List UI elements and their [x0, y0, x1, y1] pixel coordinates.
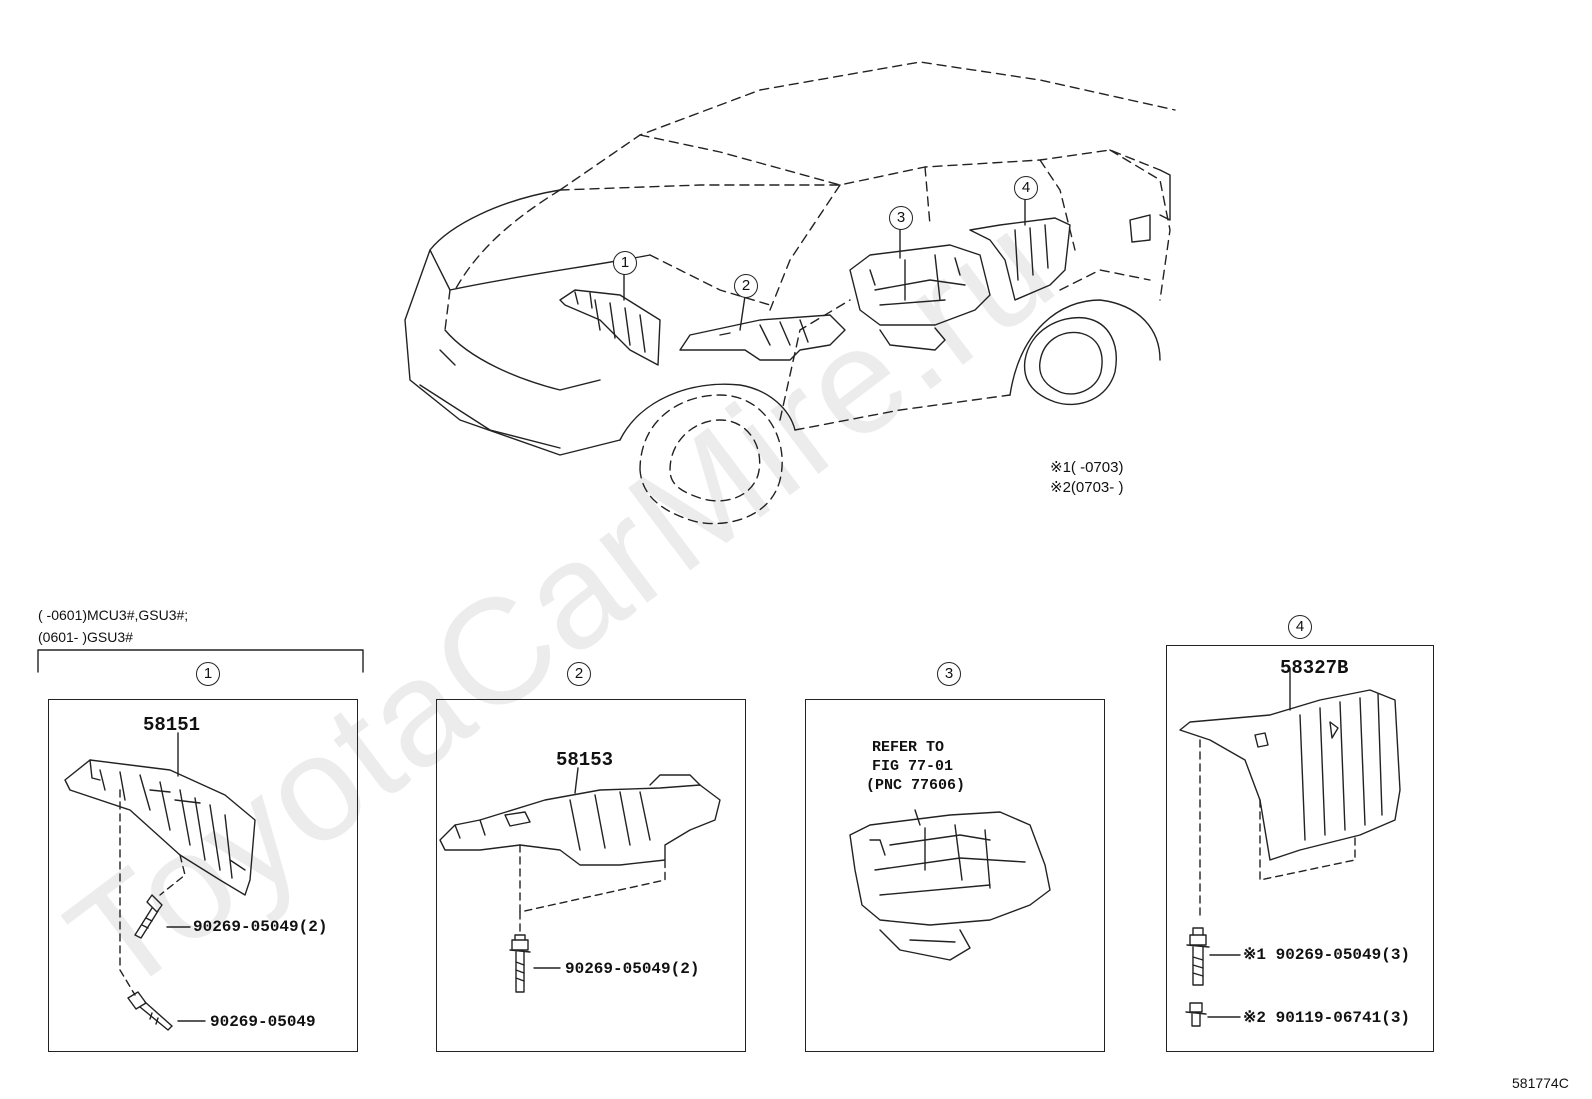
panel-1-callout: 1 — [196, 662, 220, 686]
part-number-58153: 58153 — [556, 749, 614, 771]
panel-4-box — [1166, 645, 1434, 1052]
applicability-line-1: ( -0601)MCU3#,GSU3#; — [38, 607, 189, 623]
car-callout-1: 1 — [613, 251, 637, 275]
part-number-58151: 58151 — [143, 714, 201, 736]
fastener-label-2a: 90269-05049(2) — [565, 960, 700, 978]
bolt-90269-05049-b — [127, 991, 173, 1031]
car-insulator-3 — [849, 244, 991, 351]
part-number-58327b: 58327B — [1280, 657, 1349, 679]
panel-1-box — [48, 699, 358, 1052]
note-1: ※1( -0703) — [1050, 459, 1124, 476]
bolt-90269-05049-d — [1186, 927, 1210, 986]
part-58327b-drawing — [1179, 689, 1401, 861]
car-insulator-4 — [969, 217, 1071, 301]
fastener-label-1a: 90269-05049(2) — [193, 918, 328, 936]
car-callout-2: 2 — [734, 274, 758, 298]
car-callout-3: 3 — [889, 206, 913, 230]
panel-4-callout: 4 — [1288, 615, 1312, 639]
refer-line-1: REFER TO — [872, 739, 945, 756]
panel-2-callout: 2 — [567, 662, 591, 686]
fastener-label-4b: ※2 90119-06741(3) — [1243, 1009, 1411, 1027]
panel-2-box — [436, 699, 746, 1052]
car-insulator-2 — [679, 314, 846, 361]
part-77606-drawing — [849, 811, 1051, 961]
fastener-label-1b: 90269-05049 — [210, 1013, 316, 1031]
figure-code: 581774C — [1512, 1075, 1569, 1091]
fastener-label-4a: ※1 90269-05049(3) — [1243, 946, 1411, 964]
panel-3-box — [805, 699, 1105, 1052]
applicability-line-2: (0601- )GSU3# — [38, 629, 133, 645]
bolt-90269-05049-c — [509, 934, 531, 993]
bolt-90269-05049-a — [134, 894, 163, 939]
refer-line-3: (PNC 77606) — [866, 777, 966, 794]
bolt-90119-06741 — [1185, 1002, 1207, 1027]
car-callout-4: 4 — [1014, 176, 1038, 200]
note-2: ※2(0703- ) — [1050, 479, 1124, 496]
car-insulator-1 — [559, 289, 661, 366]
refer-line-2: FIG 77-01 — [872, 758, 954, 775]
car-outline — [404, 61, 1176, 525]
panel-3-callout: 3 — [937, 662, 961, 686]
